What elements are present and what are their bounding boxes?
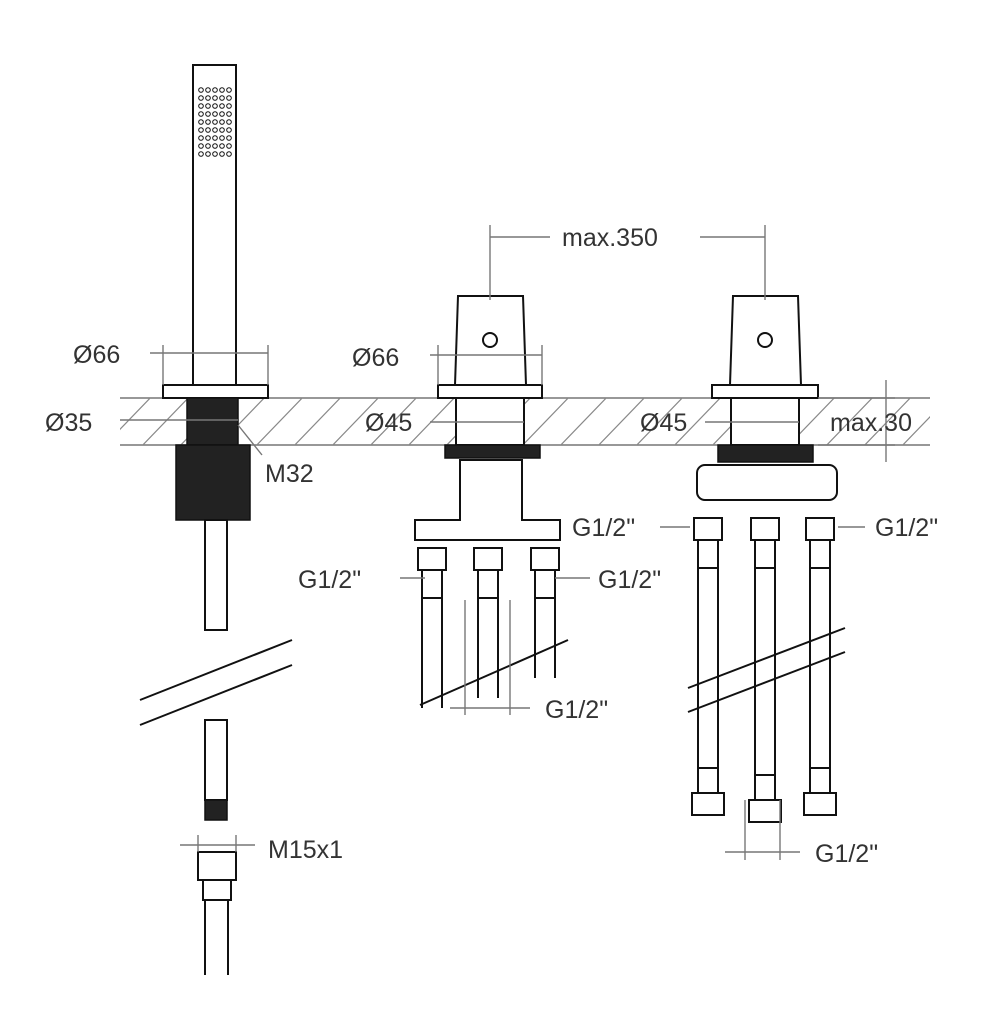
g-thread-label: G1/2" <box>298 566 361 594</box>
hand-shower <box>139 64 293 975</box>
hatch-line <box>901 415 930 445</box>
fitting-nut <box>473 547 503 571</box>
nozzle-icon <box>226 111 232 117</box>
nozzle-icon <box>198 119 204 125</box>
nozzle-icon <box>226 135 232 141</box>
nozzle-icon <box>205 119 211 125</box>
fitting-body <box>534 569 556 599</box>
nozzle-icon <box>226 95 232 101</box>
nozzle-icon <box>212 87 218 93</box>
nozzle-icon <box>198 103 204 109</box>
max-distance-label: max.350 <box>562 224 658 252</box>
fitting-body <box>809 767 831 794</box>
hatch-line <box>331 398 380 445</box>
nozzle-icon <box>198 135 204 141</box>
fitting-nut <box>748 799 782 823</box>
nozzle-icon <box>205 95 211 101</box>
nozzle-icon <box>205 151 211 157</box>
fitting-nut <box>805 517 835 541</box>
nozzle-icon <box>219 135 225 141</box>
nozzle-icon <box>219 103 225 109</box>
g-thread-label: G1/2" <box>572 514 635 542</box>
nozzle-icon <box>226 151 232 157</box>
spray-nozzles-icon <box>198 87 232 157</box>
nozzle-icon <box>219 87 225 93</box>
hatch-line <box>141 398 190 445</box>
hatch-line <box>825 398 874 445</box>
nozzle-icon <box>198 111 204 117</box>
valve-left-hole-diameter-label: Ø45 <box>365 409 412 437</box>
nozzle-icon <box>219 151 225 157</box>
fitting-nut <box>691 792 725 816</box>
g-thread-label: G1/2" <box>815 840 878 868</box>
fitting-nut <box>530 547 560 571</box>
nozzle-icon <box>198 151 204 157</box>
nozzle-icon <box>212 135 218 141</box>
nozzle-icon <box>212 119 218 125</box>
g-thread-label: G1/2" <box>545 696 608 724</box>
shower-thread-label: M32 <box>265 460 314 488</box>
shower-flange-diameter-label: Ø66 <box>73 341 120 369</box>
g-thread-label: G1/2" <box>598 566 661 594</box>
nozzle-icon <box>212 127 218 133</box>
nozzle-icon <box>219 119 225 125</box>
fitting-body <box>809 539 831 569</box>
nozzle-icon <box>219 111 225 117</box>
hatch-line <box>597 398 646 445</box>
nozzle-icon <box>198 87 204 93</box>
nozzle-icon <box>219 143 225 149</box>
nozzle-icon <box>212 103 218 109</box>
shower-hole-diameter-label: Ø35 <box>45 409 92 437</box>
hatch-line <box>559 398 608 445</box>
nozzle-icon <box>205 87 211 93</box>
nozzle-icon <box>226 143 232 149</box>
nozzle-icon <box>212 151 218 157</box>
fitting-nut <box>693 517 723 541</box>
nozzle-icon <box>198 127 204 133</box>
max-deck-thickness-label: max.30 <box>830 409 912 437</box>
fitting-nut <box>803 792 837 816</box>
valve-left <box>414 295 569 708</box>
nozzle-icon <box>212 143 218 149</box>
hatch-line <box>120 398 152 431</box>
nozzle-icon <box>205 127 211 133</box>
fitting-body <box>421 569 443 599</box>
valve-right-hole-diameter-label: Ø45 <box>640 409 687 437</box>
nozzle-icon <box>205 103 211 109</box>
nozzle-icon <box>219 95 225 101</box>
fitting-body <box>477 569 499 599</box>
nozzle-icon <box>198 143 204 149</box>
hatch-line <box>673 398 722 445</box>
g-thread-label: G1/2" <box>875 514 938 542</box>
fitting-body <box>754 539 776 569</box>
hatch-line <box>635 398 684 445</box>
nozzle-icon <box>205 143 211 149</box>
nozzle-icon <box>198 95 204 101</box>
nozzle-icon <box>219 127 225 133</box>
fitting-body <box>754 774 776 801</box>
fitting-nut <box>750 517 780 541</box>
fitting-nut <box>417 547 447 571</box>
fitting-body <box>697 767 719 794</box>
nozzle-icon <box>205 135 211 141</box>
hatch-line <box>936 393 991 450</box>
nozzle-icon <box>212 95 218 101</box>
nozzle-icon <box>226 103 232 109</box>
valve-right <box>687 295 846 823</box>
nozzle-icon <box>226 127 232 133</box>
hatch-line <box>863 398 912 445</box>
nozzle-icon <box>226 87 232 93</box>
hatch-line <box>369 398 418 445</box>
fitting-body <box>697 539 719 569</box>
valve-flange-diameter-label: Ø66 <box>352 344 399 372</box>
nozzle-icon <box>226 119 232 125</box>
hatch-line <box>293 398 342 445</box>
dimensions <box>120 225 895 860</box>
hose-thread-label: M15x1 <box>268 836 343 864</box>
hatch-line <box>255 398 304 445</box>
hatch-line <box>521 398 570 445</box>
nozzle-icon <box>212 111 218 117</box>
nozzle-icon <box>205 111 211 117</box>
